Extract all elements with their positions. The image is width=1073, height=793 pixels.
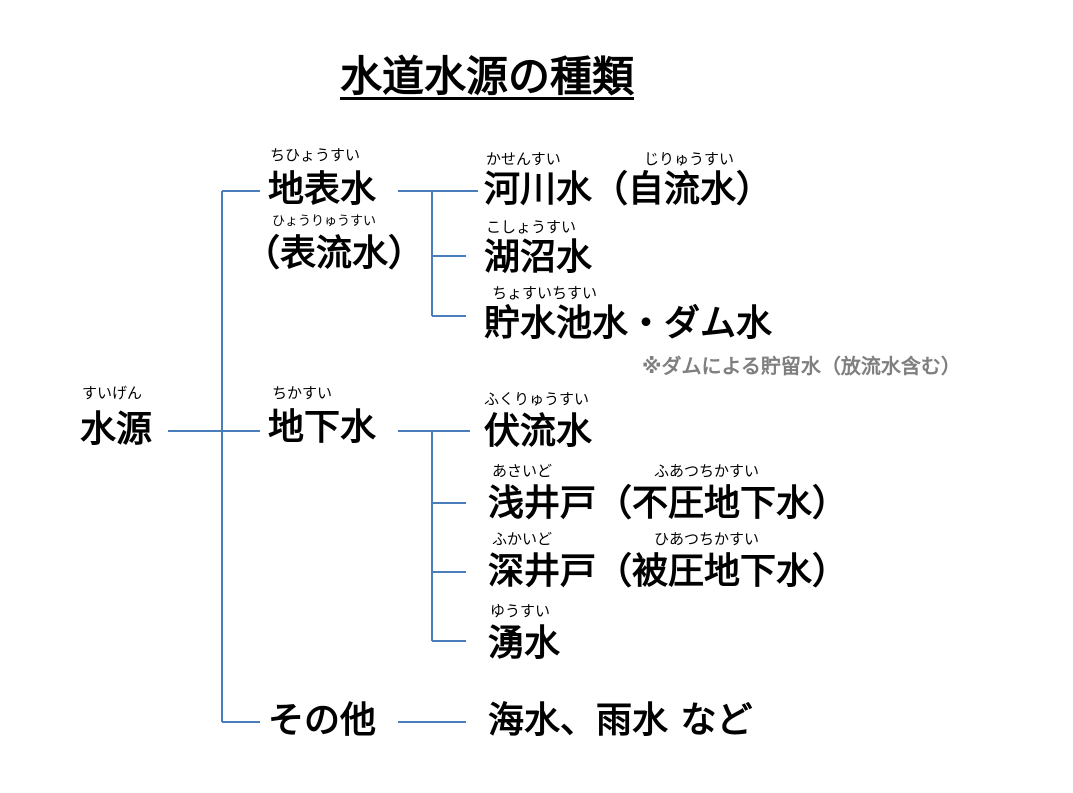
root-label: 水源 bbox=[80, 409, 153, 450]
ground-item-2-ruby: あさいど bbox=[492, 462, 553, 480]
ground-item-2-label: 浅井戸（不圧地下水） bbox=[488, 483, 849, 524]
category-surface-label: 地表水 bbox=[268, 169, 377, 210]
category-surface-alt-label: （表流水） bbox=[244, 233, 425, 274]
surface-item-1-label: 河川水（自流水） bbox=[484, 169, 773, 210]
category-surface-ruby: ちひょうすい bbox=[270, 146, 361, 164]
surface-item-1-ruby-paren: じりゅうすい bbox=[644, 150, 735, 168]
surface-item-2-label: 湖沼水 bbox=[484, 237, 593, 278]
ground-item-1-label: 伏流水 bbox=[484, 411, 593, 452]
other-item-1-label: 海水、雨水 など bbox=[488, 700, 753, 741]
ground-item-4-ruby: ゆうすい bbox=[490, 602, 551, 620]
ground-item-4-label: 湧水 bbox=[488, 623, 561, 664]
ground-item-3-ruby: ふかいど bbox=[492, 530, 553, 548]
ground-item-3-ruby-paren: ひあつちかすい bbox=[654, 530, 760, 548]
page-title: 水道水源の種類 bbox=[340, 52, 635, 101]
surface-item-3-label: 貯水池水・ダム水 bbox=[484, 303, 773, 344]
root-ruby: すいげん bbox=[82, 384, 143, 402]
category-ground-label: 地下水 bbox=[268, 407, 377, 448]
surface-item-3-ruby: ちょすいちすい bbox=[492, 284, 598, 302]
surface-item-1-ruby: かせんすい bbox=[486, 150, 561, 168]
category-surface-alt-ruby: ひょうりゅうすい bbox=[272, 214, 377, 229]
ground-item-3-label: 深井戸（被圧地下水） bbox=[488, 551, 849, 592]
category-other-label: その他 bbox=[268, 700, 377, 741]
ground-item-1-ruby: ふくりゅうすい bbox=[484, 390, 590, 408]
ground-item-2-ruby-paren: ふあつちかすい bbox=[654, 462, 760, 480]
category-ground-ruby: ちかすい bbox=[272, 384, 333, 402]
surface-item-3-note: ※ダムによる貯留水（放流水含む） bbox=[642, 354, 961, 378]
surface-item-2-ruby: こしょうすい bbox=[486, 218, 577, 236]
